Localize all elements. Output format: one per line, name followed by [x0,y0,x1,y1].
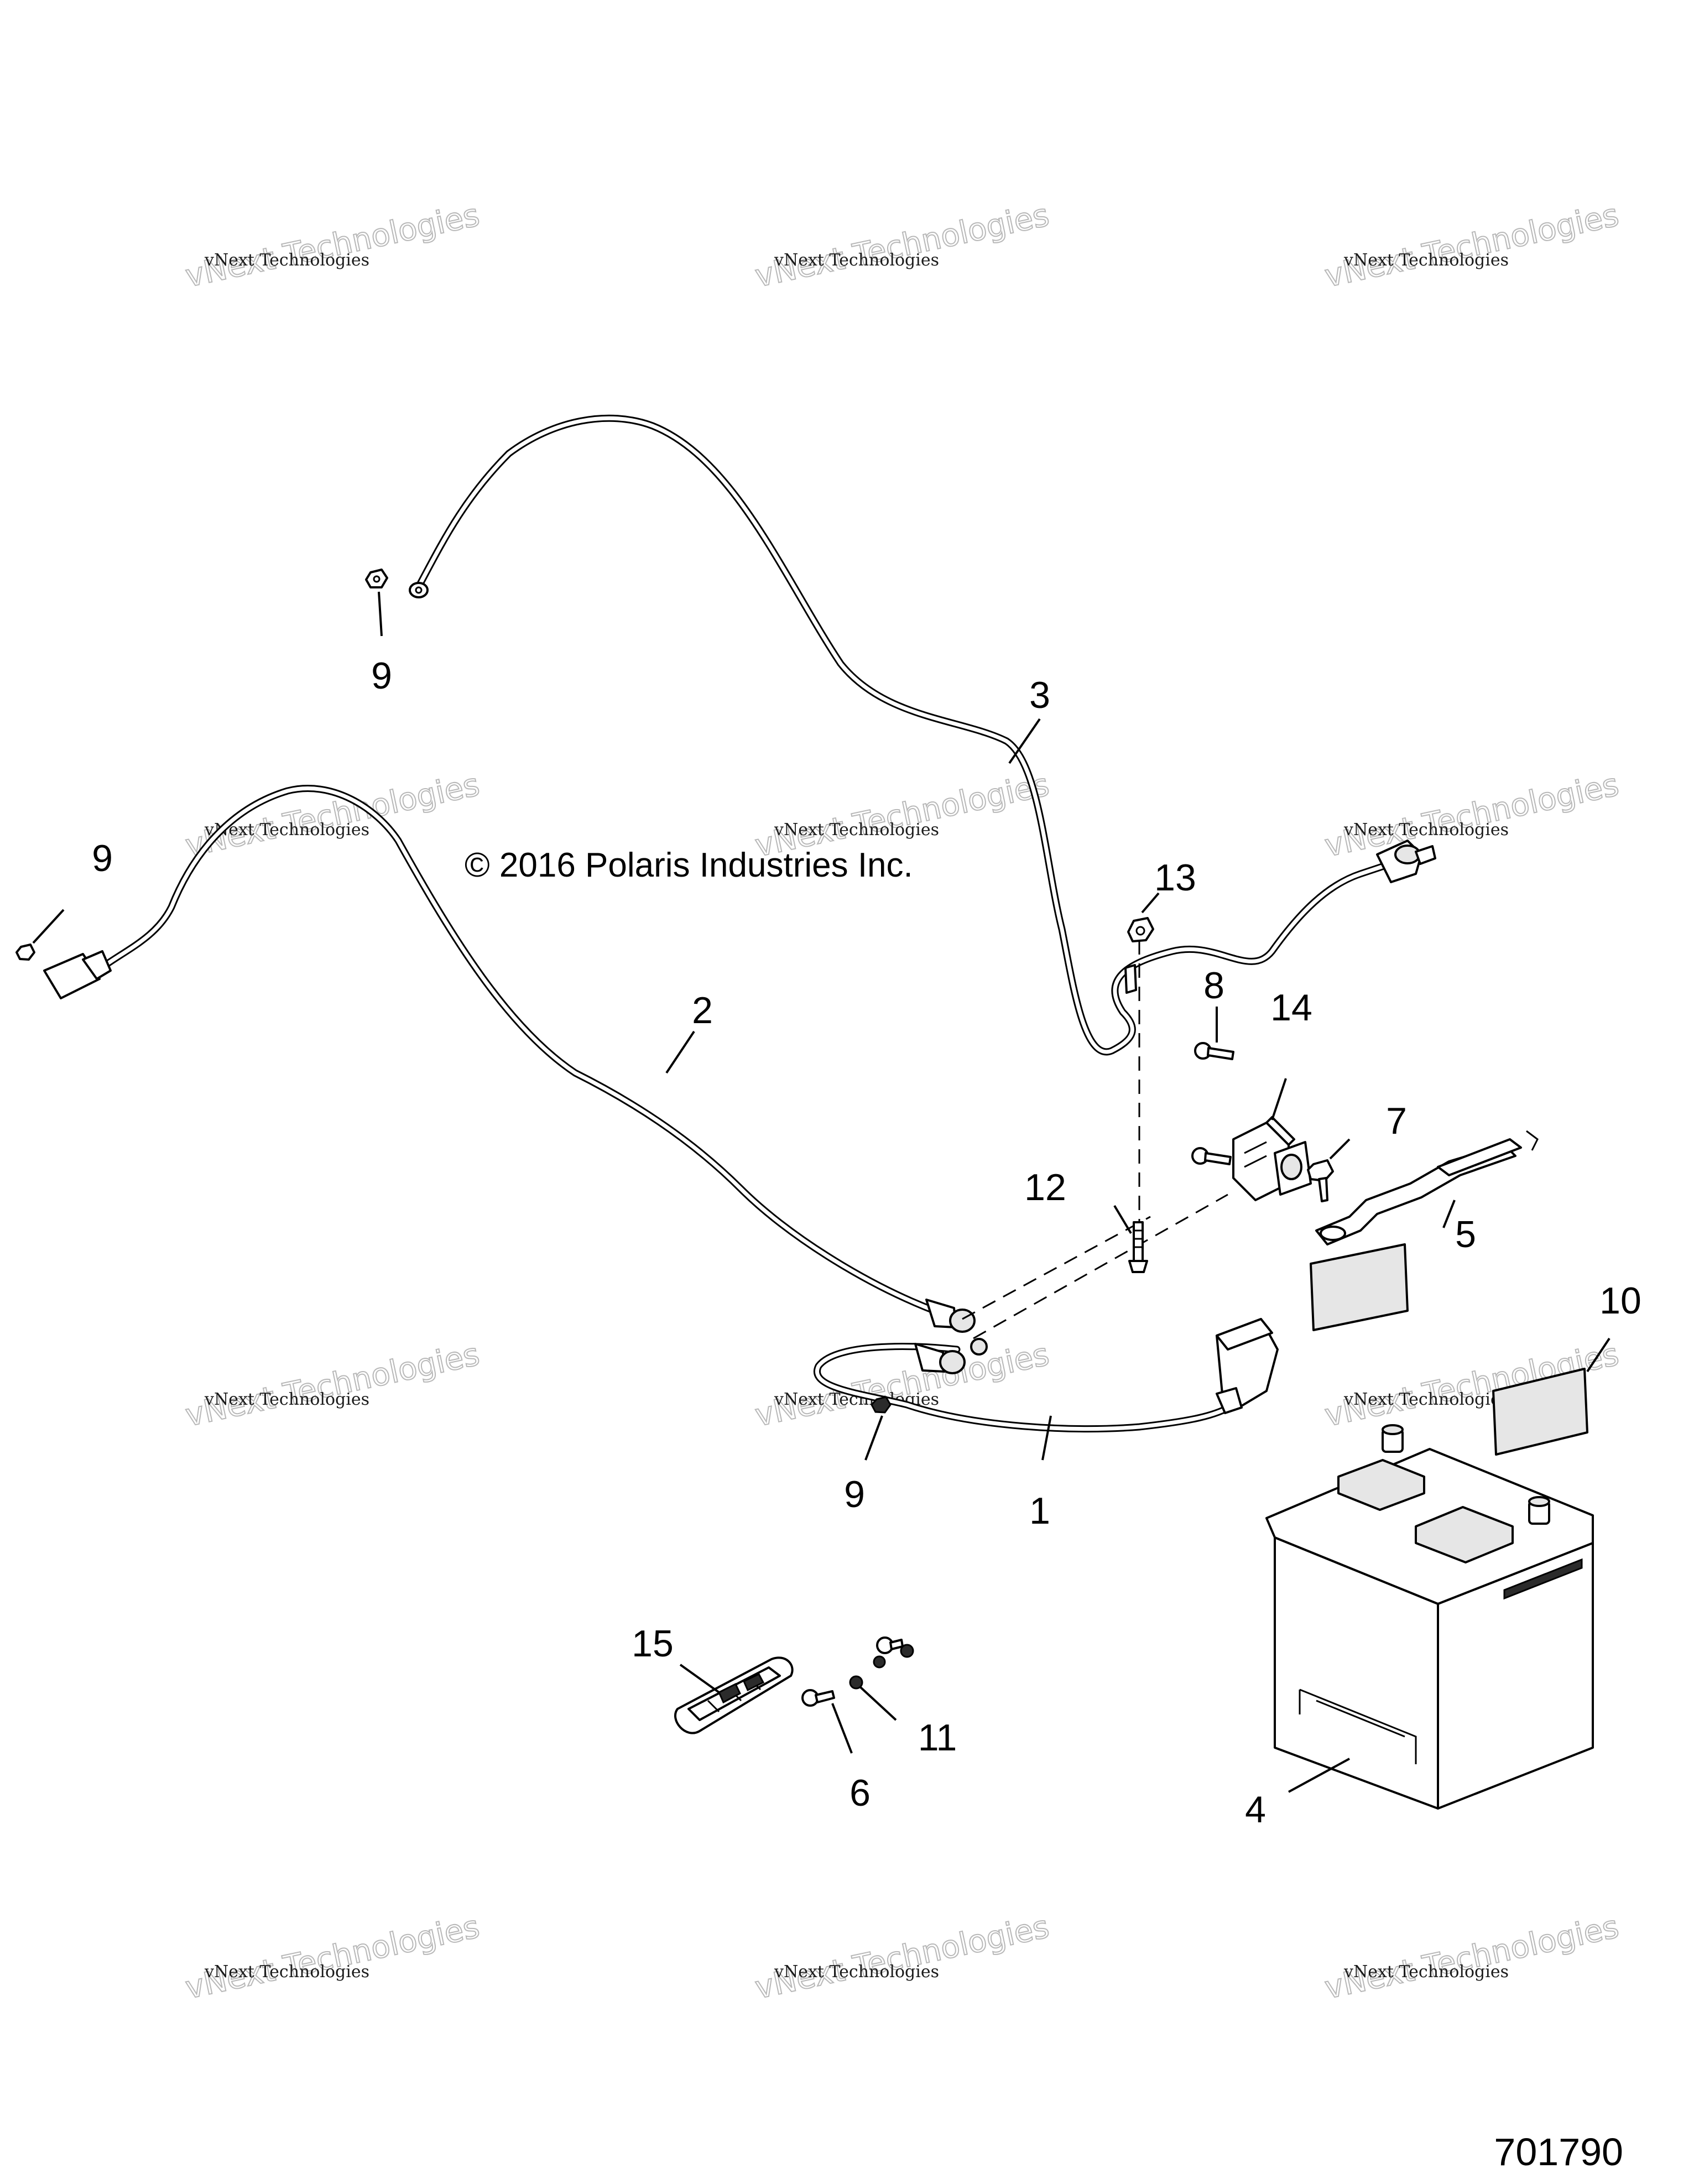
cable-1-terminal-boot-icon [1216,1318,1279,1414]
battery-clamp-terminal-icon [1376,840,1436,883]
cable-2-boot-connector-icon [43,950,112,999]
watermark-4: vNext Technologies vNext Technologies [182,767,483,865]
assembly-guide-lines [962,940,1228,1339]
part-9-nut-left [15,944,35,961]
copyright-notice: © 2016 Polaris Industries Inc. [465,846,913,884]
callout-13: 13 [1154,857,1196,899]
part-4-battery [1265,1424,1594,1810]
part-11-nuts [849,1644,914,1690]
callout-2: 2 [692,989,713,1031]
svg-text:vNext Technologies: vNext Technologies [752,1337,1052,1434]
part-6-screw [801,1636,904,1707]
part-7-screw [1307,1159,1334,1202]
cable-bracket-icon [1124,964,1137,994]
callout-6: 6 [850,1772,871,1814]
callout-9-top: 9 [371,655,392,697]
part-9-nut-center [871,1396,892,1414]
callout-11: 11 [918,1717,957,1759]
callout-3: 3 [1029,674,1050,716]
cable-1 [814,1318,1279,1433]
svg-text:vNext Technologies: vNext Technologies [1343,251,1509,270]
part-14-solenoid [1232,1116,1312,1201]
svg-text:vNext Technologies: vNext Technologies [774,251,939,270]
part-13-nut [1127,917,1154,942]
svg-text:vNext Technologies: vNext Technologies [1322,1909,1622,2006]
figure-number: 701790 [1494,2130,1623,2173]
battery-terminal-positive-icon [1528,1496,1550,1525]
callout-14: 14 [1270,987,1312,1029]
svg-text:vNext Technologies: vNext Technologies [1322,767,1622,864]
watermark-8: vNext Technologies vNext Technologies [752,1336,1053,1435]
callout-1: 1 [1029,1490,1050,1532]
part-10-pads [1310,1243,1588,1456]
svg-text:vNext Technologies: vNext Technologies [183,1337,483,1434]
watermark-2: vNext Technologies vNext Technologies [752,197,1053,295]
callouts: 9 9 9 3 2 1 4 5 6 11 7 8 14 13 12 10 15 [92,655,1641,1831]
watermark-7: vNext Technologies vNext Technologies [182,1336,483,1435]
ring-terminal-icon [409,582,429,598]
watermark-12: vNext Technologies vNext Technologies [1321,1909,1623,2007]
watermark-6: vNext Technologies vNext Technologies [1321,767,1623,865]
part-9-nut-top [365,569,388,588]
svg-text:vNext Technologies: vNext Technologies [183,767,483,864]
part-5-hold-down-strap [1315,1130,1539,1245]
svg-text:vNext Technologies: vNext Technologies [1322,197,1622,295]
callout-7: 7 [1386,1100,1407,1142]
cable-3 [409,414,1436,1056]
callout-8: 8 [1203,965,1224,1007]
svg-text:vNext Technologies: vNext Technologies [204,251,369,270]
callout-5: 5 [1455,1213,1476,1255]
callout-9-left: 9 [92,837,113,879]
svg-text:vNext Technologies: vNext Technologies [774,1962,939,1982]
svg-text:vNext Technologies: vNext Technologies [183,197,483,295]
part-15-fuse-holder [674,1656,794,1734]
watermark-3: vNext Technologies vNext Technologies [1321,197,1623,295]
svg-text:vNext Technologies: vNext Technologies [774,820,939,840]
callout-12: 12 [1024,1166,1066,1208]
svg-text:vNext Technologies: vNext Technologies [1343,1390,1509,1409]
leader-lines [32,591,1611,1793]
callout-15: 15 [632,1623,674,1665]
battery-terminal-negative-icon [1382,1424,1404,1453]
part-8-bolts [1191,1042,1234,1165]
watermark-1: vNext Technologies vNext Technologies [182,197,483,295]
svg-text:vNext Technologies: vNext Technologies [183,1909,483,2006]
svg-text:vNext Technologies: vNext Technologies [1343,820,1509,840]
part-12-stud-bolt [1128,1221,1148,1273]
svg-text:vNext Technologies: vNext Technologies [204,1390,369,1409]
callout-9-center: 9 [844,1473,865,1515]
callout-10: 10 [1599,1280,1641,1322]
svg-text:vNext Technologies: vNext Technologies [1343,1962,1509,1982]
svg-text:vNext Technologies: vNext Technologies [752,1909,1052,2006]
svg-text:vNext Technologies: vNext Technologies [204,1962,369,1982]
watermark-11: vNext Technologies vNext Technologies [752,1909,1053,2007]
svg-text:vNext Technologies: vNext Technologies [752,197,1052,295]
callout-4: 4 [1245,1789,1266,1831]
watermark-10: vNext Technologies vNext Technologies [182,1909,483,2007]
cable-1-terminal-connector-icon [914,1338,988,1374]
